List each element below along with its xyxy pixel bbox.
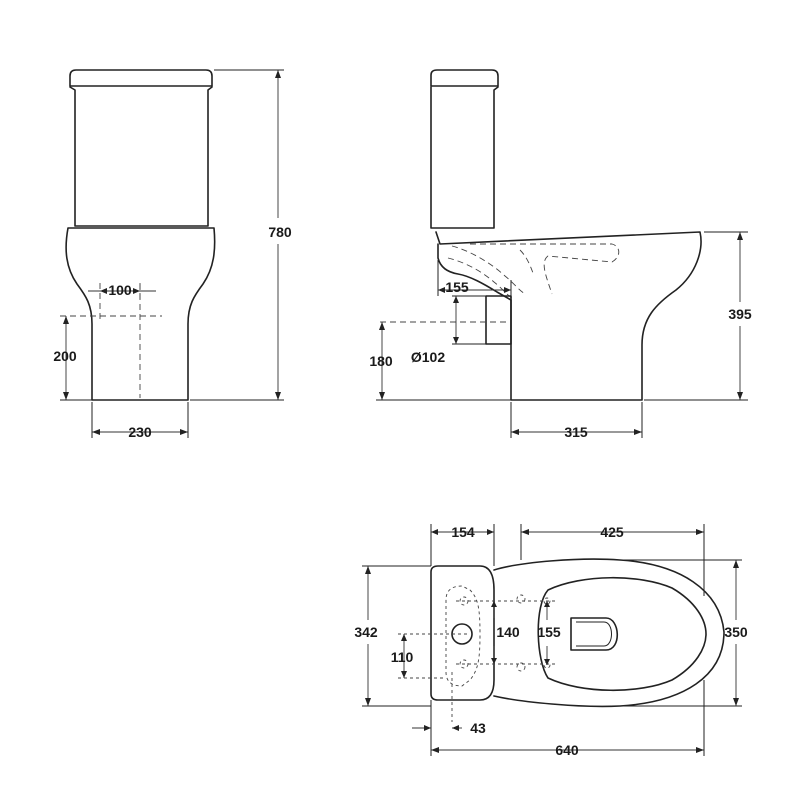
front-230-label: 230 [128,424,152,440]
top-350-label: 350 [724,624,748,640]
side-102-arrow-bottom [453,337,459,344]
side-315-arrow-right [634,429,642,435]
top-43-arrow-right [452,725,459,731]
top-154-arrow-right [487,529,494,535]
side-180-label: 180 [369,353,393,369]
front-200-arrow-bottom [63,392,69,400]
top-155-arrow-bottom [544,659,550,665]
top-bowl-rim [537,576,707,692]
top-43-label: 43 [470,720,486,736]
front-100-label: 100 [108,282,132,298]
top-outlet-inner [576,621,612,647]
top-seat-hole-1 [516,594,526,604]
side-102-arrow-top [453,296,459,303]
top-view: 154 425 342 110 140 155 [354,524,748,758]
side-395-label: 395 [728,306,752,322]
side-180-arrow-bottom [379,392,385,400]
front-780-arrow-top [275,70,281,78]
top-155-label: 155 [537,624,561,640]
top-pan-outline [493,558,725,708]
front-pan [65,227,216,401]
side-102-label: Ø102 [411,349,445,365]
side-bowl-line-2 [519,249,535,277]
top-seat-hole-3 [543,597,551,605]
front-cistern-body [69,86,213,227]
top-110-arrow-bottom [401,671,407,678]
side-view: Ø102 155 180 315 395 [369,69,752,440]
side-155-arrow-left [438,287,445,293]
side-cistern-lid [430,69,499,87]
side-trap-inner [451,245,527,295]
top-154-arrow-left [431,529,438,535]
top-140-arrow-top [491,601,497,607]
top-640-arrow-left [431,747,439,753]
top-110-arrow-top [401,634,407,641]
top-155-arrow-top [544,601,550,607]
top-140-label: 140 [496,624,520,640]
side-395-arrow-bottom [737,392,743,400]
top-640-arrow-right [696,747,704,753]
side-bowl-line [470,243,620,295]
side-155-label: 155 [445,279,469,295]
top-seat-hole-2 [516,662,526,672]
top-110-label: 110 [391,649,414,665]
front-780-label: 780 [268,224,292,240]
top-342-label: 342 [354,624,378,640]
side-outlet [485,295,512,345]
side-315-arrow-left [511,429,519,435]
front-100-arrow-left [100,288,107,294]
side-pan [435,231,702,401]
front-200-label: 200 [53,348,77,364]
front-view: 100 200 230 780 [53,69,292,440]
side-395-arrow-top [737,232,743,240]
top-outlet [570,617,619,651]
side-315-label: 315 [564,424,588,440]
side-180-arrow-top [379,322,385,330]
top-350-arrow-bottom [733,698,739,706]
top-342-arrow-top [365,566,371,574]
side-cistern-body [430,86,499,229]
top-342-arrow-bottom [365,698,371,706]
top-425-arrow-left [521,529,529,535]
top-cistern-outline [430,565,495,701]
front-230-arrow-right [180,429,188,435]
front-cistern-lid [69,69,213,87]
front-100-arrow-right [133,288,140,294]
top-43-arrow-left [424,725,431,731]
top-154-label: 154 [451,524,475,540]
front-200-arrow-top [63,316,69,324]
top-640-label: 640 [555,742,579,758]
front-780-arrow-bottom [275,392,281,400]
side-155-arrow-right [504,287,511,293]
top-425-label: 425 [600,524,624,540]
top-350-arrow-top [733,560,739,568]
top-140-arrow-bottom [491,658,497,664]
top-425-arrow-right [696,529,704,535]
front-230-arrow-left [92,429,100,435]
